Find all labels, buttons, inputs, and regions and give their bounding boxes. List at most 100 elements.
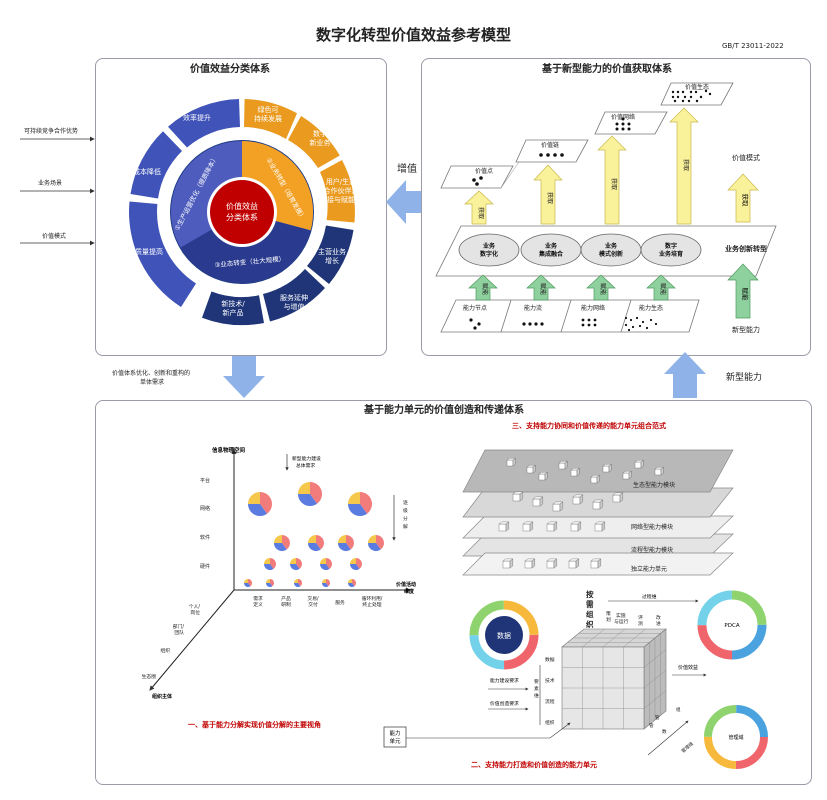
layer-cube (502, 558, 514, 569)
mgmt-culture: 组 (676, 706, 681, 713)
ring-mgmt-center: 管理域 (728, 734, 743, 741)
mgmt-mechanism: 管 (649, 722, 654, 729)
pie-slice (348, 492, 360, 504)
input-arrows (20, 136, 95, 246)
top-label-eval-2: 测 (638, 620, 643, 627)
biz-model-1: 业务 (605, 242, 618, 250)
segment-efficiency (168, 99, 240, 148)
demand-org-4: 织 (586, 619, 594, 629)
demand-label-1: 价值体系优化、创新和重构的 (112, 370, 191, 377)
mgmt-governance: 数 (662, 728, 667, 735)
heading-2: 二、支持能力打造和价值创造的能力单元 (471, 761, 597, 769)
segment-quality (129, 201, 196, 307)
pie-slice (248, 504, 268, 516)
biz-integration-2: 集成融合 (538, 250, 564, 258)
value-acquisition-diagram: 价值点 价值链 价值网络 价值生态 获取 获取 获取 获取 业务 数字化 (435, 82, 777, 334)
pie-slice (290, 558, 296, 564)
left-label-org: 组织 (545, 719, 555, 726)
mgmt-method: 管 (655, 714, 660, 721)
pie-slice (270, 558, 276, 569)
axis-org-person-1: 个人/ (189, 604, 201, 610)
enable-label-4: 赋能 (659, 283, 667, 295)
layer-cube (592, 499, 604, 510)
axis-value-label-1: 价值活动 (396, 581, 416, 588)
legend-enable-label: 赋能 (741, 288, 750, 302)
seg-label-service-2: 与增值 (284, 302, 305, 311)
layer-cube (634, 459, 644, 469)
segment-green-sustainable (244, 99, 297, 139)
pie-slice (356, 558, 362, 569)
value-add-arrow (386, 180, 426, 224)
layer-cube (594, 521, 606, 532)
layer-cube (524, 558, 536, 569)
capability-layers: 生态型能力模块 网络型能力模块 流程型能力模块 独立能力单元 (462, 449, 734, 576)
acquire-label-3: 获取 (610, 178, 618, 190)
demand-org-3: 组 (586, 609, 594, 619)
top-label-support-1: 实施 (616, 612, 626, 619)
pie-slice (348, 504, 368, 516)
layer-cube (498, 521, 510, 532)
left-label-data: 数据 (545, 656, 555, 663)
segment-service-extension (263, 269, 325, 322)
axis-value-rd-1: 产品 (281, 595, 291, 602)
pie-slice (352, 579, 356, 587)
decomposition-3d-axes: 信息物理空间 平台 网络 软件 硬件 价值活动 维度 需求 定义 产品 研制 交… (142, 446, 416, 700)
mgmt-dim-label: 管理维 (680, 740, 695, 754)
biz-cultivate-2: 业务培育 (659, 250, 683, 258)
value-ecosystem-label: 价值生态 (685, 83, 709, 91)
segment-new-tech (202, 291, 264, 326)
layer-ecosystem: 生态型能力模块 (633, 481, 675, 489)
value-add-label: 增值 (397, 164, 417, 175)
pie-slice (338, 535, 346, 543)
layer-cube (558, 460, 569, 470)
demand-org-1: 按 (586, 589, 594, 599)
demand-down-arrow (223, 356, 265, 398)
pie-slice (290, 564, 300, 570)
pie-slice (264, 564, 274, 570)
top-label-improve-2: 进 (656, 620, 661, 627)
biz-integration-1: 业务 (545, 242, 558, 250)
demand-label-2: 单体需求 (140, 379, 165, 386)
value-benefit-label: 价值效益 (678, 664, 698, 671)
pie-slice (260, 492, 272, 514)
pie-slice (282, 535, 290, 550)
layer-cubes (498, 457, 664, 569)
cap-flow-label: 能力流 (524, 304, 542, 312)
pie-slice (348, 579, 352, 583)
standard-number: GB/T 23011-2022 (722, 42, 784, 50)
layer-cube (568, 558, 580, 569)
pie-slice (308, 543, 321, 551)
factor-label-1: 要 (534, 679, 539, 685)
new-capability-connector-label: 新型能力 (726, 373, 763, 383)
data-ring: 数据 (469, 600, 539, 670)
top-label-plan-2: 划 (606, 616, 611, 623)
pie-slice (322, 579, 326, 583)
top-label-plan-1: 策 (606, 610, 611, 617)
layer-network: 网络型能力模块 (631, 523, 673, 531)
axis-info-platform: 平台 (200, 477, 210, 484)
value-req-label: 价值创造要求 (490, 700, 519, 707)
axis-value-req-1: 需求 (253, 595, 263, 602)
segment-main-growth (307, 225, 354, 284)
capability-unit-cube-diagram: 数据 PDCA 管理域 按 需 组 织 过程维 策 划 实施 与运行 评 测 改… (383, 589, 768, 769)
pie-slice (368, 543, 381, 551)
pie-slice (350, 558, 356, 564)
pie-slice (320, 558, 326, 564)
cap-network-label: 能力网络 (581, 304, 605, 312)
pie-slice (244, 579, 248, 583)
seg-label-user-3: 接与赋能 (327, 195, 355, 204)
pie-slice (248, 579, 252, 587)
biz-digital-1: 业务 (483, 242, 496, 250)
pie-slice (360, 492, 372, 514)
pie-slice (248, 492, 260, 504)
unit-label-1: 能力 (389, 729, 400, 737)
pie-slice (350, 564, 360, 570)
pie-slice (264, 558, 270, 564)
seg-label-digital-1: 数字 (313, 129, 327, 138)
seg-label-cost: 成本降低 (133, 167, 161, 176)
top-label-eval-1: 评 (638, 614, 643, 621)
axis-value-service: 服务 (335, 599, 345, 606)
wheel-center-line1: 价值效益 (226, 201, 258, 211)
enable-label-2: 赋能 (539, 283, 547, 295)
enable-label-3: 赋能 (599, 283, 607, 295)
